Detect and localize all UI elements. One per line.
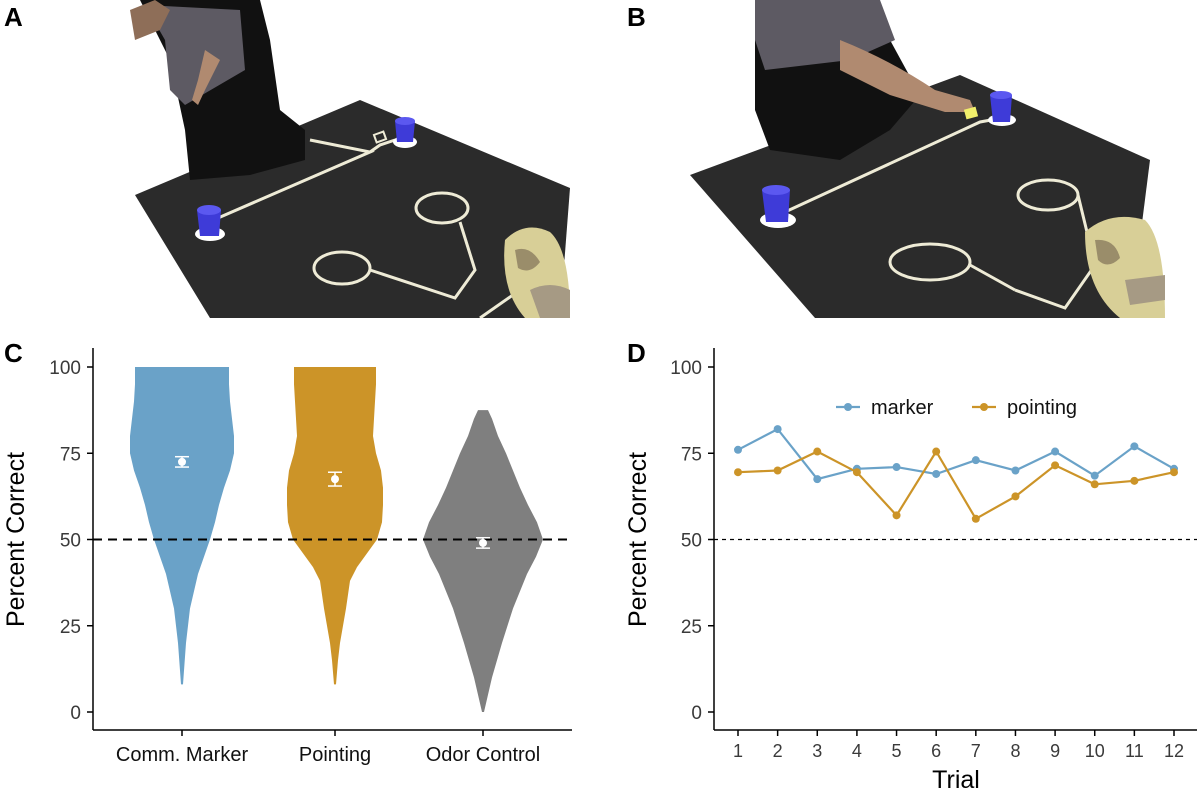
y-tick-label: 75 [60, 444, 81, 465]
data-point-pointing [773, 466, 782, 475]
y-axis-label: Percent Correct [2, 452, 30, 627]
mat-lines [217, 138, 521, 318]
data-point-pointing [1051, 461, 1060, 470]
data-point-pointing [1130, 476, 1139, 485]
panel-label-a: A [4, 2, 23, 32]
x-tick-label: 3 [812, 741, 822, 761]
y-tick-label: 100 [670, 358, 702, 379]
blue-cup-icon [195, 205, 225, 241]
y-tick-label: 0 [691, 703, 702, 724]
data-point-pointing [1170, 468, 1178, 477]
y-tick-label: 25 [681, 617, 702, 638]
x-tick-label: 2 [773, 741, 783, 761]
y-tick-label: 50 [681, 531, 702, 552]
blue-cup-icon [988, 91, 1016, 126]
x-tick-label: Pointing [299, 744, 371, 766]
violin-odor-control [423, 410, 543, 712]
scene-b-marker-illustration [690, 0, 1165, 318]
violin-comm-marker [130, 367, 234, 685]
x-tick-label: Comm. Marker [116, 744, 249, 766]
data-point-pointing [971, 514, 980, 523]
data-point-marker [1130, 442, 1139, 451]
violin-chart: 0 25 50 75 100 Comm. Marker Pointing Odor Cont… [2, 348, 572, 766]
scene-a-pointing-illustration [130, 0, 570, 318]
x-axis-label: Trial [932, 766, 980, 794]
y-tick-label: 0 [70, 703, 81, 724]
data-point-marker [1051, 447, 1060, 456]
person-pointing-illustration [130, 0, 305, 180]
x-tick-label: 9 [1050, 741, 1060, 761]
data-point-marker [773, 425, 782, 434]
data-point-pointing [852, 468, 861, 477]
y-tick-label: 50 [60, 531, 81, 552]
person-placing-marker-illustration [755, 0, 975, 160]
data-point-pointing [734, 468, 742, 477]
panel-label-b: B [627, 2, 646, 32]
x-tick-label: 4 [852, 741, 862, 761]
panel-label-d: D [627, 338, 646, 368]
data-point-pointing [932, 447, 941, 456]
data-point-pointing [813, 447, 822, 456]
x-tick-label: 11 [1125, 741, 1144, 761]
x-tick-label: 1 [733, 741, 743, 761]
violin-pointing [287, 367, 383, 685]
dog-head-illustration [504, 227, 570, 318]
data-point-marker [932, 469, 941, 478]
x-tick-label: 12 [1164, 741, 1184, 761]
y-tick-label: 75 [681, 444, 702, 465]
data-point-marker [1090, 471, 1099, 480]
legend-label-pointing: pointing [1007, 397, 1077, 419]
x-tick-label: 5 [892, 741, 902, 761]
marker-square [372, 130, 388, 144]
y-axis-label: Percent Correct [624, 452, 652, 627]
data-point-pointing [1090, 480, 1099, 489]
data-point-marker [892, 463, 901, 472]
y-tick-label: 100 [49, 358, 81, 379]
blue-cup-icon [393, 117, 417, 148]
legend-label-marker: marker [871, 397, 934, 419]
series-line-pointing [737, 449, 1175, 521]
blue-cup-icon [760, 185, 796, 228]
x-tick-label: 7 [971, 741, 981, 761]
yellow-marker [963, 106, 979, 120]
data-point-marker [1011, 466, 1020, 475]
x-tick-label: 10 [1085, 741, 1105, 761]
x-tick-label: 8 [1010, 741, 1020, 761]
mean-point [479, 538, 487, 547]
series-line-marker [737, 427, 1175, 481]
data-point-pointing [892, 511, 901, 520]
mean-point [178, 457, 186, 466]
x-tick-label: 6 [931, 741, 941, 761]
data-point-pointing [1011, 492, 1020, 501]
data-point-marker [813, 475, 822, 484]
data-point-marker [971, 456, 980, 465]
x-tick-label: Odor Control [426, 744, 541, 766]
panel-label-c: C [4, 338, 23, 368]
legend-dot-marker [844, 403, 852, 411]
mean-point [331, 475, 339, 484]
data-point-marker [734, 445, 742, 454]
dog-head-illustration [1085, 216, 1165, 318]
y-tick-label: 25 [60, 617, 81, 638]
legend-dot-pointing [980, 403, 988, 411]
